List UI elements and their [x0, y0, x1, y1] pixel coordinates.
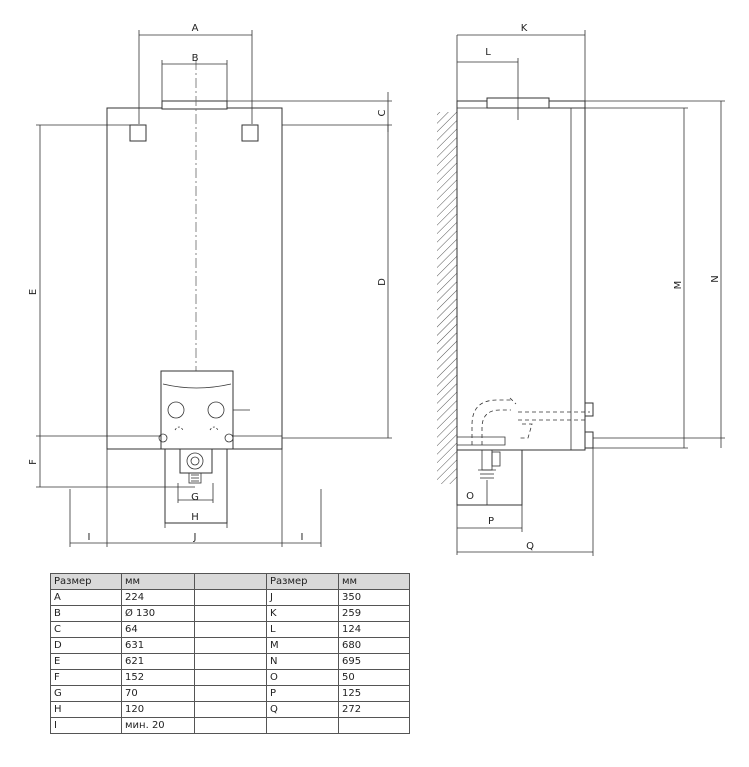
knob-left [167, 401, 185, 419]
table-row: G 70 P 125 [50, 685, 410, 702]
table-cell: Q [266, 701, 339, 718]
table-cell: 621 [121, 653, 195, 670]
table-cell: 152 [121, 669, 195, 686]
connection-box-side [456, 449, 523, 506]
table-cell [194, 589, 267, 606]
table-cell: L [266, 621, 339, 638]
table-cell: G [50, 685, 122, 702]
table-cell [266, 717, 339, 734]
table-cell: 224 [121, 589, 195, 606]
front-view: A B C D E F G H I J I [28, 23, 392, 547]
label-C: C [377, 109, 388, 116]
table-cell [194, 621, 267, 638]
table-cell: K [266, 605, 339, 622]
table-cell: 350 [338, 589, 410, 606]
heater-body-side [456, 100, 586, 451]
dimension-drawing: A B C D E F G H I J I [28, 23, 725, 556]
label-B: B [192, 53, 199, 64]
table-row: A 224 J 350 [50, 589, 410, 606]
dimensions-table: Размер мм Размер мм A 224 J 350 B Ø 130 … [50, 573, 410, 734]
table-cell: 50 [338, 669, 410, 686]
table-row: D 631 M 680 [50, 637, 410, 654]
table-cell: 124 [338, 621, 410, 638]
label-N: N [710, 275, 721, 282]
table-cell [194, 685, 267, 702]
table-cell [194, 717, 267, 734]
connection-right [224, 433, 234, 443]
label-E: E [28, 289, 39, 295]
label-I-right: I [301, 532, 304, 543]
label-D: D [377, 278, 388, 286]
table-cell: B [50, 605, 122, 622]
table-cell: H [50, 701, 122, 718]
table-cell: I [50, 717, 122, 734]
table-row: F 152 O 50 [50, 669, 410, 686]
label-G: G [191, 492, 199, 503]
table-cell: 120 [121, 701, 195, 718]
table-cell [194, 701, 267, 718]
table-cell: O [266, 669, 339, 686]
table-cell: A [50, 589, 122, 606]
label-A: A [192, 23, 199, 34]
table-cell: 125 [338, 685, 410, 702]
table-cell: 680 [338, 637, 410, 654]
table-cell: N [266, 653, 339, 670]
table-row: C 64 L 124 [50, 621, 410, 638]
table-cell: 695 [338, 653, 410, 670]
table-cell: 70 [121, 685, 195, 702]
table-cell [194, 637, 267, 654]
connection-left [158, 433, 168, 443]
table-cell [338, 717, 410, 734]
header-blank [194, 573, 267, 590]
flue-collar-front [161, 100, 228, 110]
table-cell [194, 653, 267, 670]
label-H: H [191, 512, 199, 523]
table-cell: C [50, 621, 122, 638]
label-K: K [521, 23, 528, 34]
label-O: O [466, 491, 474, 502]
table-cell [194, 669, 267, 686]
table-cell: F [50, 669, 122, 686]
label-Q: Q [526, 541, 534, 552]
table-cell: Ø 130 [121, 605, 195, 622]
table-cell: M [266, 637, 339, 654]
water-valve [179, 448, 213, 474]
label-P: P [488, 516, 494, 527]
table-row: B Ø 130 K 259 [50, 605, 410, 622]
wall-hatch [437, 112, 457, 484]
label-J: J [193, 532, 197, 543]
table-cell: 272 [338, 701, 410, 718]
table-row: E 621 N 695 [50, 653, 410, 670]
table-cell: J [266, 589, 339, 606]
valve-wheel [186, 452, 204, 470]
knob-right [207, 401, 225, 419]
table-cell: P [266, 685, 339, 702]
table-cell: 64 [121, 621, 195, 638]
table-row: I мин. 20 [50, 717, 410, 734]
table-cell: D [50, 637, 122, 654]
table-cell: мин. 20 [121, 717, 195, 734]
table-cell: 631 [121, 637, 195, 654]
control-panel [160, 370, 234, 450]
header-size-left: Размер [50, 573, 122, 590]
label-L: L [485, 47, 491, 58]
label-F: F [28, 459, 39, 465]
mounting-square-left [129, 124, 147, 142]
header-mm-left: мм [121, 573, 195, 590]
side-view: K L M N O P Q [437, 23, 725, 556]
table-row: H 120 Q 272 [50, 701, 410, 718]
table-cell: E [50, 653, 122, 670]
table-cell [194, 605, 267, 622]
table-header-row: Размер мм Размер мм [50, 573, 410, 590]
label-I-left: I [88, 532, 91, 543]
table-cell: 259 [338, 605, 410, 622]
label-M: M [673, 281, 684, 290]
header-mm-right: мм [338, 573, 410, 590]
mounting-square-right [241, 124, 259, 142]
header-size-right: Размер [266, 573, 339, 590]
